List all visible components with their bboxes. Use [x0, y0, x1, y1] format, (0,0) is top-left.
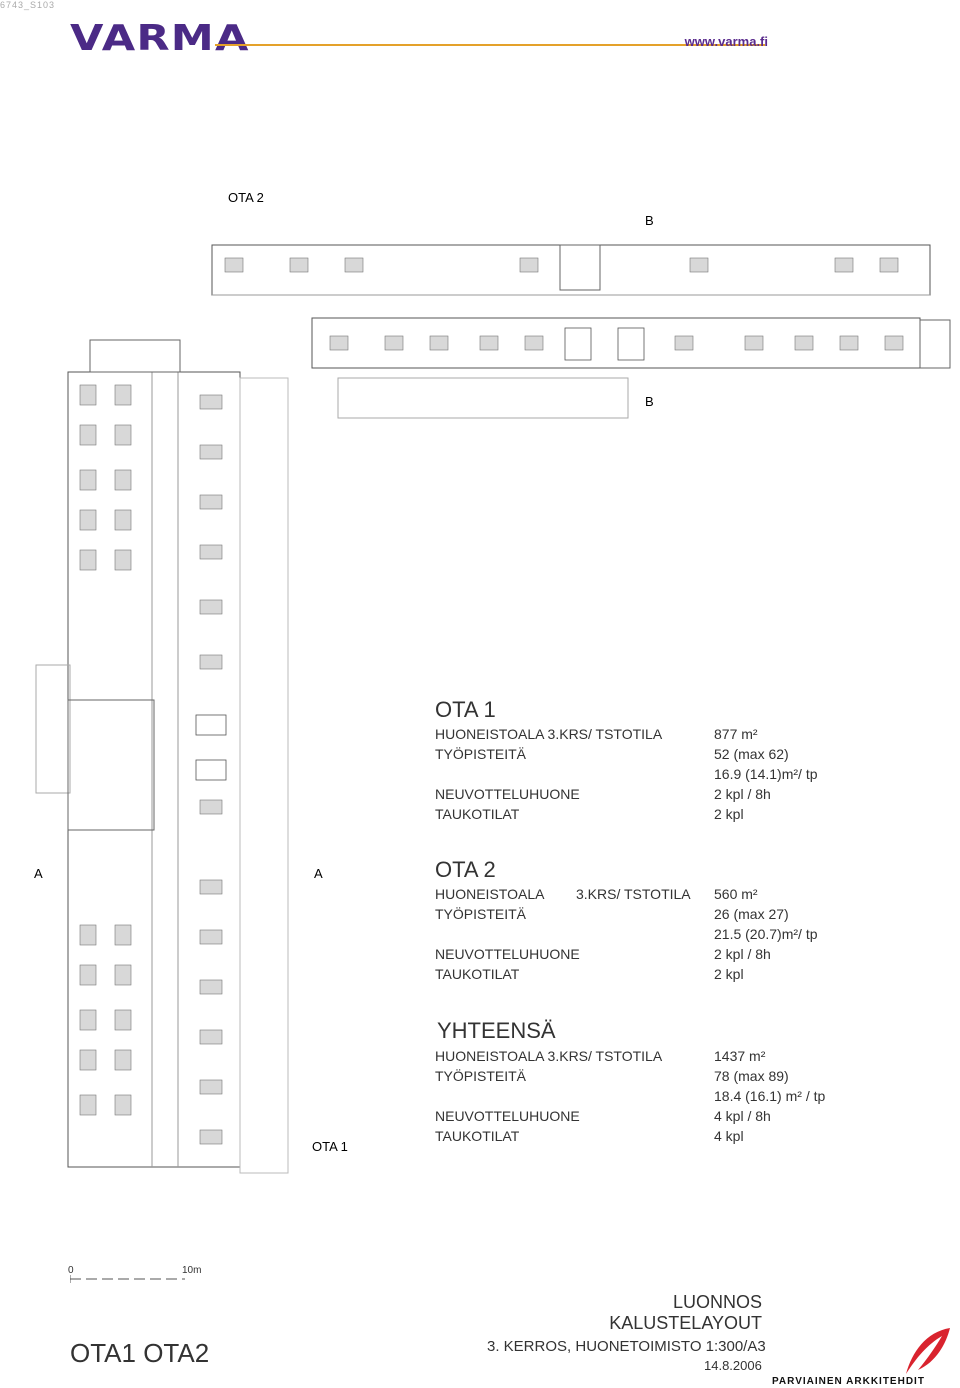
total-schedule-title: YHTEENSÄ	[437, 1018, 556, 1043]
ota2-row-label	[435, 924, 580, 944]
ota1-row-value: 16.9 (14.1)m²/ tp	[714, 766, 818, 782]
ota2-row-label: HUONEISTOALA	[435, 886, 545, 902]
ota1-schedule-title: OTA 1	[435, 697, 496, 722]
ota2-row-value: 26 (max 27)	[714, 906, 789, 922]
ota2-row-label: TYÖPISTEITÄ	[435, 906, 527, 922]
scale-bar-end: 10m	[182, 1265, 202, 1276]
ota1-schedule-labels: HUONEISTOALA 3.KRS/ TSTOTILA TYÖPISTEITÄ…	[435, 724, 662, 824]
total-row-label	[435, 1086, 662, 1106]
lift-shaft	[559, 244, 601, 291]
footer-date: 14.8.2006	[704, 1358, 762, 1373]
ota1-row-value: 2 kpl / 8h	[714, 786, 771, 802]
section-a-left: A	[34, 866, 43, 881]
total-row-value: 18.4 (16.1) m² / tp	[714, 1088, 826, 1104]
footer-title: OTA1 OTA2	[70, 1338, 210, 1368]
section-b-top: B	[645, 213, 654, 228]
ota2-row-value: 2 kpl / 8h	[714, 946, 771, 962]
ota1-terrace	[239, 377, 289, 1174]
section-a-right: A	[314, 866, 323, 881]
ota1-row-label: NEUVOTTELUHUONE	[435, 786, 580, 802]
plan-label-ota1: OTA 1	[312, 1139, 348, 1154]
north-stair	[89, 339, 181, 373]
ota2-row-value: 21.5 (20.7)m²/ tp	[714, 926, 818, 942]
total-schedule-values: 1437 m² 78 (max 89) 18.4 (16.1) m² / tp …	[714, 1046, 825, 1146]
scale-bar-start: 0	[68, 1265, 74, 1276]
ota2-row-label: TAUKOTILAT	[435, 966, 520, 982]
ota1-row-value: 2 kpl	[714, 806, 744, 822]
section-b-bottom: B	[645, 394, 654, 409]
firm-name: PARVIAINEN ARKKITEHDIT	[772, 1376, 925, 1387]
east-stair	[919, 319, 951, 369]
ota1-row-value: 877 m²	[714, 726, 758, 742]
ota2-row-value: 2 kpl	[714, 966, 744, 982]
status-line-1: LUONNOS	[672, 1292, 762, 1312]
stair-bay-left	[35, 664, 71, 794]
total-row-label: TYÖPISTEITÄ	[435, 1068, 527, 1084]
footer-status: LUONNOS KALUSTELAYOUT	[609, 1292, 762, 1334]
ota2-row-label: NEUVOTTELUHUONE	[435, 946, 580, 962]
ota1-row-label	[435, 764, 662, 784]
ota1-row-label: TYÖPISTEITÄ	[435, 746, 527, 762]
ota1-schedule-values: 877 m² 52 (max 62) 16.9 (14.1)m²/ tp 2 k…	[714, 724, 818, 824]
total-row-value: 4 kpl	[714, 1128, 744, 1144]
desk-grid	[79, 257, 904, 1145]
scale-bar	[70, 1275, 185, 1283]
ota2-schedule-labels: HUONEISTOALA TYÖPISTEITÄ NEUVOTTELUHUONE…	[435, 884, 580, 984]
ota1-row-value: 52 (max 62)	[714, 746, 789, 762]
total-row-label: NEUVOTTELUHUONE	[435, 1108, 580, 1124]
total-row-value: 4 kpl / 8h	[714, 1108, 771, 1124]
ota2-schedule-values: 560 m² 26 (max 27) 21.5 (20.7)m²/ tp 2 k…	[714, 884, 818, 984]
ota1-row-label: HUONEISTOALA 3.KRS/ TSTOTILA	[435, 726, 663, 742]
ota2-terrace	[337, 377, 629, 419]
core-stairs	[67, 699, 155, 831]
total-row-value: 78 (max 89)	[714, 1068, 789, 1084]
drawing-code: 6743_S103	[0, 0, 56, 10]
total-row-label: HUONEISTOALA 3.KRS/ TSTOTILA	[435, 1048, 663, 1064]
plan-label-ota2: OTA 2	[228, 190, 264, 205]
website-link[interactable]: www.varma.fi	[684, 34, 768, 49]
ota2-row-mid: 3.KRS/ TSTOTILA	[576, 886, 691, 902]
ota2-north-offices	[211, 244, 931, 296]
ota1-row-label: TAUKOTILAT	[435, 806, 520, 822]
footer-subtitle: 3. KERROS, HUONETOIMISTO 1:300/A3	[487, 1338, 766, 1355]
total-schedule-labels: HUONEISTOALA 3.KRS/ TSTOTILA TYÖPISTEITÄ…	[435, 1046, 662, 1146]
firm-logo-icon	[906, 1328, 950, 1374]
varma-logo: VARMA	[70, 18, 250, 59]
ota2-row-value: 560 m²	[714, 886, 758, 902]
header-rule	[215, 44, 765, 46]
ota2-schedule-title: OTA 2	[435, 857, 496, 882]
total-row-label: TAUKOTILAT	[435, 1128, 520, 1144]
status-line-2: KALUSTELAYOUT	[609, 1313, 762, 1333]
total-row-value: 1437 m²	[714, 1048, 766, 1064]
meeting-tables	[195, 327, 645, 781]
